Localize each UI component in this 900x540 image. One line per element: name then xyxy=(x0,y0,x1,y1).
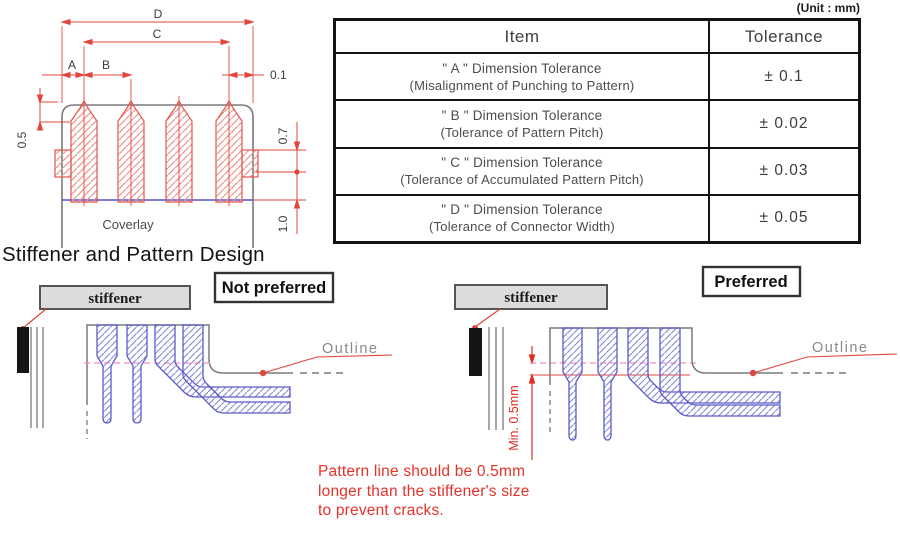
unit-note: (Unit : mm) xyxy=(796,1,860,15)
trace xyxy=(562,327,583,441)
tolerance-table: Item Tolerance " A " Dimension Tolerance… xyxy=(333,18,861,244)
item-title: " B " Dimension Tolerance xyxy=(441,107,603,123)
outline-label: Outline xyxy=(812,340,868,356)
stiffener-leader-line xyxy=(22,308,47,329)
diagram-preferred: stiffener Preferred Min. 0.5mm xyxy=(454,265,898,460)
dim-label-c: C xyxy=(153,27,162,41)
table-cell-item: " D " Dimension Tolerance (Tolerance of … xyxy=(336,193,708,241)
stiffener-label: stiffener xyxy=(504,290,558,306)
outline-label: Outline xyxy=(322,341,378,357)
table-cell-tolerance: ± 0.1 xyxy=(708,52,858,100)
outline-leader-line xyxy=(262,354,393,374)
stiffener-label: stiffener xyxy=(88,291,142,307)
table-cell-item: " A " Dimension Tolerance (Misalignment … xyxy=(336,52,708,99)
preferred-tag: Preferred xyxy=(714,273,787,291)
dim-label-0-1: 0.1 xyxy=(270,68,287,82)
dim-label-a: A xyxy=(68,58,76,72)
dim-label-d: D xyxy=(154,7,163,21)
item-detail: (Tolerance of Connector Width) xyxy=(429,219,615,235)
table-header-item: Item xyxy=(504,26,540,46)
trace-bend xyxy=(627,327,781,404)
table-cell-tolerance: ± 0.05 xyxy=(708,193,858,241)
trace xyxy=(126,324,148,424)
pattern-dimension-drawing: D C A B 0.1 0.5 0.7 1.0 Coverlay xyxy=(15,7,306,248)
table-cell-item: " C " Dimension Tolerance (Tolerance of … xyxy=(336,146,708,194)
section-title: Stiffener and Pattern Design xyxy=(2,243,265,266)
note-line: to prevent cracks. xyxy=(318,502,444,519)
min-dim-label: Min. 0.5mm xyxy=(507,385,521,450)
item-detail: (Tolerance of Accumulated Pattern Pitch) xyxy=(400,172,644,188)
table-header-tolerance: Tolerance xyxy=(708,21,858,52)
dim-label-0-5: 0.5 xyxy=(15,131,29,148)
stiffener-label-box xyxy=(454,284,608,310)
pattern-notch-right xyxy=(241,149,259,178)
outline-leader-line xyxy=(752,353,898,374)
pattern-fingers xyxy=(54,99,259,203)
dim-label-0-7: 0.7 xyxy=(276,127,290,144)
table-cell-tolerance: ± 0.03 xyxy=(708,146,858,194)
fpc-outline xyxy=(549,327,783,385)
outline-dot xyxy=(749,369,757,377)
min-dimension xyxy=(528,346,536,460)
item-title: " D " Dimension Tolerance xyxy=(441,202,603,218)
dim-label-b: B xyxy=(102,58,110,72)
fpc-outline xyxy=(86,324,293,405)
not-preferred-tag-box xyxy=(213,271,335,304)
fpc-layer-lines xyxy=(30,327,44,428)
item-title: " C " Dimension Tolerance xyxy=(441,155,603,171)
stiffener-label-box xyxy=(39,285,191,310)
connector-body-outline xyxy=(61,104,254,248)
pattern-notch-left xyxy=(54,149,72,178)
coverlay-label: Coverlay xyxy=(102,217,154,232)
table-cell-item: " B " Dimension Tolerance (Tolerance of … xyxy=(336,99,708,146)
crack-warning-note: Pattern line should be 0.5mm longer than… xyxy=(318,462,530,521)
trace-bend xyxy=(154,324,291,398)
not-preferred-tag: Not preferred xyxy=(222,279,327,297)
stiffener-cross-section xyxy=(17,327,29,373)
diagram-not-preferred: stiffener Not preferred Outline xyxy=(17,271,393,439)
table-cell-tolerance: ± 0.02 xyxy=(708,99,858,147)
dim-label-1-0: 1.0 xyxy=(276,215,290,232)
note-line: Pattern line should be 0.5mm xyxy=(318,463,526,480)
item-detail: (Misalignment of Punching to Pattern) xyxy=(409,77,635,93)
item-title: " A " Dimension Tolerance xyxy=(442,60,602,76)
pattern-traces xyxy=(562,327,781,441)
trace xyxy=(597,327,618,441)
trace-bend xyxy=(659,327,781,417)
fpc-layer-lines xyxy=(488,327,504,430)
extension-lines xyxy=(40,26,306,206)
item-detail: (Tolerance of Pattern Pitch) xyxy=(440,124,604,140)
trace-bend xyxy=(182,324,291,414)
preferred-tag-box xyxy=(701,265,802,298)
trace xyxy=(96,324,118,424)
pattern-traces xyxy=(96,324,291,424)
note-line: longer than the stiffener's size xyxy=(318,482,530,500)
stiffener-leader-line xyxy=(474,308,501,328)
dimension-lines xyxy=(36,18,301,234)
stiffener-cross-section xyxy=(469,328,482,376)
